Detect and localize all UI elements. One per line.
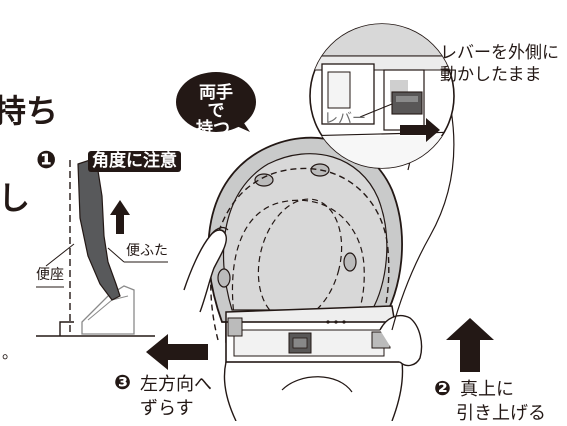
inset-connector-line [391, 85, 455, 331]
step3-line-1: 左方向へ [140, 374, 212, 395]
step3-line-2: ずらす [140, 398, 194, 419]
up-arrow-small-icon [110, 200, 130, 234]
both-hands-line-1: 両手で [199, 83, 233, 121]
left-arrow-large-icon [146, 334, 208, 370]
both-hands-line-2: 持つこと [196, 119, 230, 157]
left-partial-text-2: し [0, 179, 31, 217]
step1-number: ❶ [36, 146, 57, 174]
step2-text: 真上に 引き上げる [456, 378, 546, 426]
step2-number: ❷ [434, 376, 451, 400]
step2-line-1: 真上に [460, 379, 514, 400]
bumper-bottom-left [217, 268, 231, 288]
left-partial-text-3: 。 [2, 343, 19, 362]
left-partial-text-1: 持ち [0, 92, 59, 130]
seat-label: 便座 [36, 267, 64, 283]
lever-inset [309, 23, 455, 169]
step3-number: ❸ [114, 370, 131, 394]
bumper-top-right [310, 163, 330, 177]
bowl-left-line [223, 361, 237, 421]
up-arrow-large-icon [446, 318, 494, 372]
step2-line-2: 引き上げる [456, 403, 546, 424]
left-hand [183, 229, 228, 313]
right-hand [379, 314, 423, 367]
step3-text: 左方向へ ずらす [140, 373, 212, 421]
lever-knob [391, 91, 423, 115]
main-illustration [183, 85, 455, 421]
right-arrow-icon [400, 118, 440, 142]
side-view-illustration [36, 157, 168, 337]
lid-label: 便ふた [126, 243, 168, 259]
lid-side-view [77, 157, 121, 301]
both-hands-callout [176, 72, 256, 132]
lid-leader-line [107, 247, 125, 263]
right-angle-mark [59, 321, 74, 336]
bumper-bottom-right [343, 252, 357, 272]
inset-note-line-1: レバーを外側に [440, 43, 559, 63]
seat-middle-dashed [231, 199, 365, 333]
inset-note-line-2: 動かしたまま [440, 65, 542, 85]
seat-leader-line [45, 243, 75, 267]
latch-slot [292, 337, 308, 349]
lever-label: レバー [324, 111, 366, 127]
bumper-top-left [254, 173, 274, 187]
bowl-rim [281, 376, 353, 393]
lid-inner [222, 153, 388, 311]
both-hands-text: 両手で 持つこと [194, 84, 238, 156]
left-hinge-cap [227, 317, 243, 337]
lever-leader-line [359, 103, 393, 118]
inset-note: レバーを外側に 動かしたまま [440, 42, 559, 86]
bowl-right-line [391, 361, 404, 421]
angle-caution-badge: 角度に注意 [88, 151, 181, 172]
